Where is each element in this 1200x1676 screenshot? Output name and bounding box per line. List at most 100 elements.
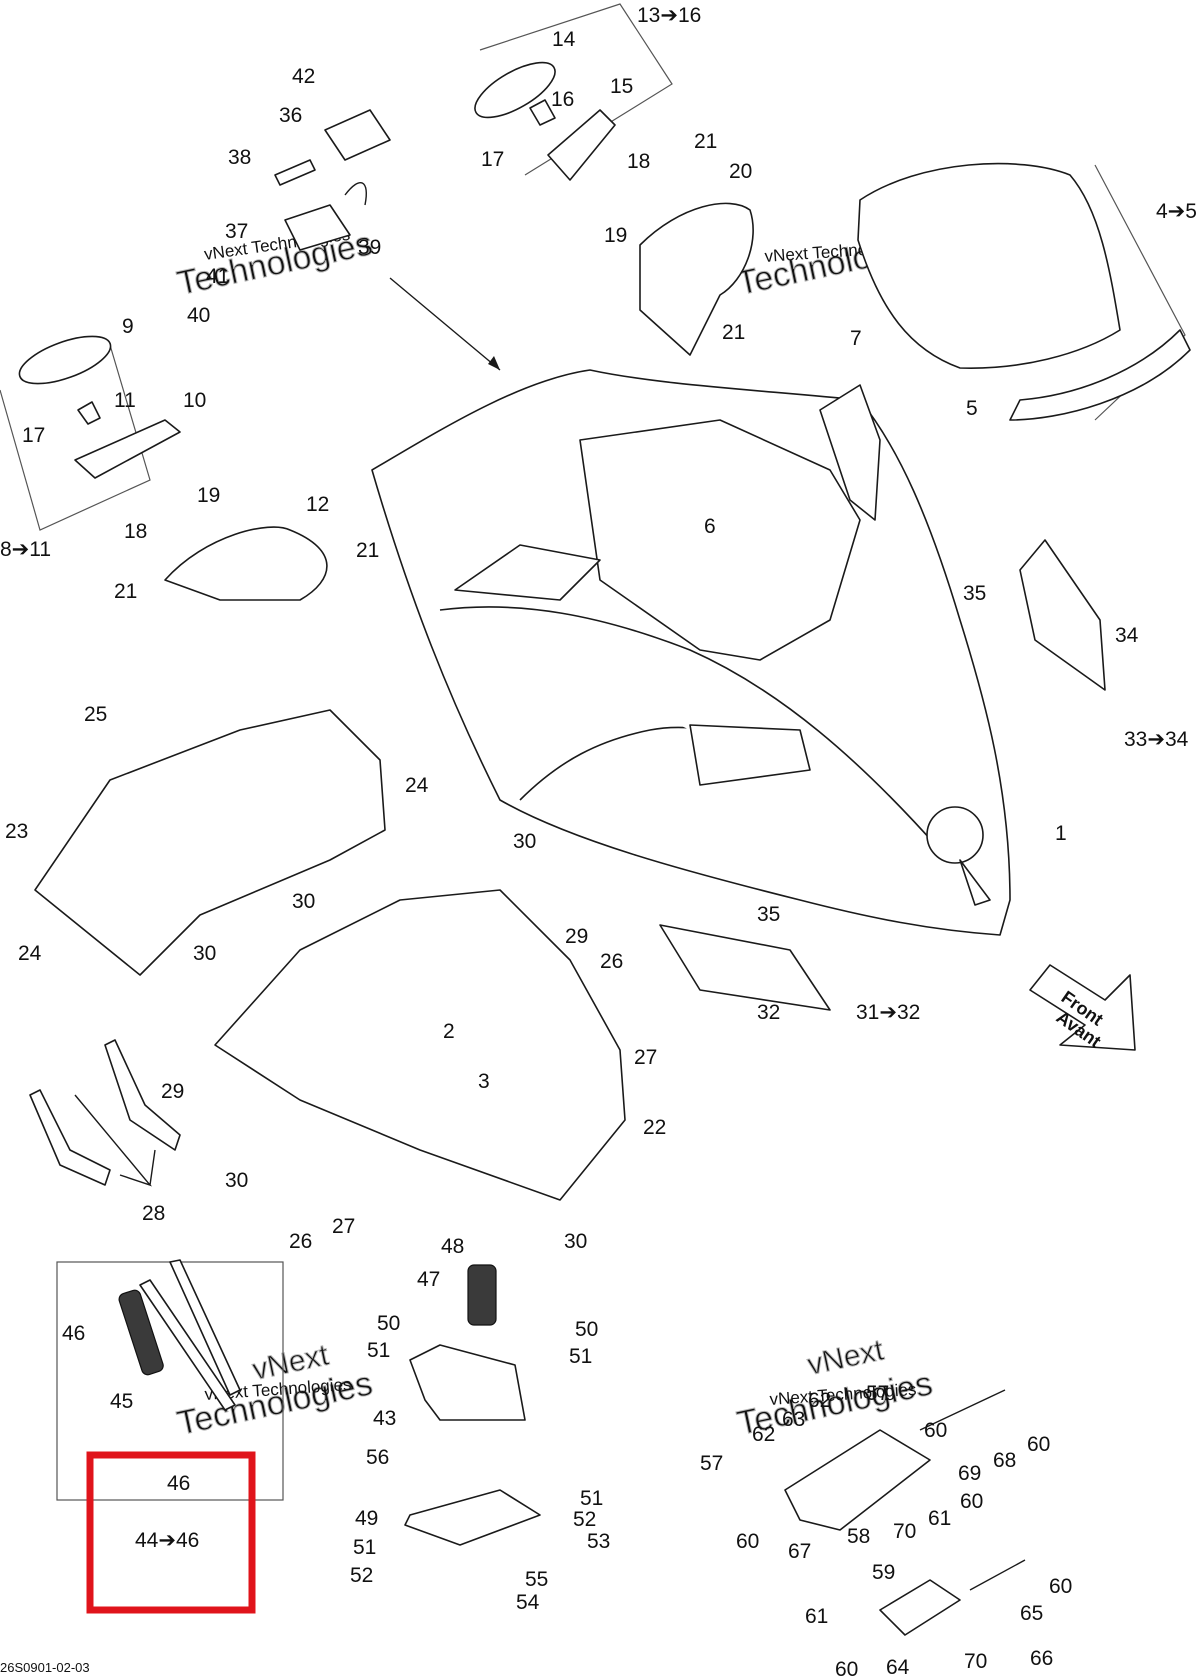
callout-45: 45 bbox=[110, 1390, 133, 1413]
callout-48: 48 bbox=[441, 1235, 464, 1258]
bracket-43 bbox=[409, 1344, 526, 1421]
callout-1: 1 bbox=[1055, 822, 1067, 845]
mirror-knob-16 bbox=[529, 99, 556, 126]
callout-56: 56 bbox=[366, 1446, 389, 1469]
callout-49: 49 bbox=[355, 1507, 378, 1530]
strap-28a bbox=[29, 1089, 111, 1186]
callout-25: 25 bbox=[84, 703, 107, 726]
callout-14: 14 bbox=[552, 28, 576, 51]
bracket-8-11 bbox=[0, 344, 151, 531]
callout-52: 52 bbox=[573, 1508, 596, 1531]
windshield-part-4 bbox=[857, 162, 1191, 421]
callout-68: 68 bbox=[993, 1449, 1016, 1472]
callout-7: 7 bbox=[850, 327, 862, 350]
callout-21: 21 bbox=[114, 580, 137, 603]
latch-parts bbox=[274, 109, 391, 251]
callout-55: 55 bbox=[525, 1568, 548, 1591]
callout-37: 37 bbox=[225, 220, 248, 243]
callout-35: 35 bbox=[963, 582, 986, 605]
mirror-base-10 bbox=[74, 419, 181, 479]
windshield-glass bbox=[857, 162, 1121, 369]
callout-11: 11 bbox=[114, 389, 136, 412]
side-panel-33 bbox=[1019, 539, 1106, 691]
callout-29: 29 bbox=[565, 925, 588, 948]
strap-28b bbox=[104, 1039, 181, 1151]
headlight-mount bbox=[926, 806, 984, 864]
column-parts bbox=[118, 1259, 541, 1546]
callout-63: 63 bbox=[782, 1408, 805, 1431]
spring-39 bbox=[344, 182, 367, 206]
callout-47: 47 bbox=[417, 1268, 440, 1291]
callout-20: 20 bbox=[729, 160, 752, 183]
callout-32: 32 bbox=[757, 1001, 780, 1024]
callout-50: 50 bbox=[575, 1318, 598, 1341]
mirror-knob-11 bbox=[77, 401, 101, 425]
hood-part-1 bbox=[371, 369, 1011, 936]
callout-10: 10 bbox=[183, 389, 206, 412]
callout-30: 30 bbox=[513, 830, 536, 853]
latch-base-37 bbox=[284, 204, 351, 251]
handle-38 bbox=[274, 159, 316, 186]
callout-9: 9 bbox=[122, 315, 134, 338]
callout-30: 30 bbox=[225, 1169, 248, 1192]
callout-4-5: 4➔5 bbox=[1156, 200, 1197, 223]
callout-19: 19 bbox=[604, 224, 627, 247]
mirror-parts-13-16 bbox=[474, 61, 616, 181]
callout-21: 21 bbox=[356, 539, 379, 562]
callout-40: 40 bbox=[187, 304, 210, 327]
callout-66: 66 bbox=[1030, 1647, 1053, 1670]
spring-45 bbox=[118, 1289, 164, 1376]
callout-62: 62 bbox=[808, 1389, 831, 1412]
callout-29: 29 bbox=[161, 1080, 184, 1103]
leader-arrow-39 bbox=[389, 277, 501, 371]
bolt-65 bbox=[969, 1559, 1026, 1591]
callout-64: 64 bbox=[886, 1656, 910, 1676]
callout-13-16: 13➔16 bbox=[637, 4, 701, 27]
hood-side-fin bbox=[819, 384, 881, 521]
boot-47 bbox=[467, 1264, 497, 1326]
watermark-text: vNext bbox=[805, 1333, 888, 1381]
callout-26: 26 bbox=[600, 950, 623, 973]
callout-30: 30 bbox=[193, 942, 216, 965]
callout-18: 18 bbox=[627, 150, 650, 173]
callouts: 1 2 3 4➔5 5 6 7 8➔11 9 10 11 12 13➔16 14… bbox=[0, 4, 1197, 1676]
callout-59: 59 bbox=[872, 1561, 895, 1584]
callout-18: 18 bbox=[124, 520, 147, 543]
callout-26: 26 bbox=[289, 1230, 312, 1253]
callout-21: 21 bbox=[722, 321, 745, 344]
plate-49 bbox=[404, 1489, 541, 1546]
callout-58: 58 bbox=[847, 1525, 870, 1548]
callout-38: 38 bbox=[228, 146, 251, 169]
callout-19: 19 bbox=[197, 484, 220, 507]
callout-51: 51 bbox=[580, 1487, 603, 1510]
callout-34: 34 bbox=[1115, 624, 1139, 647]
step-67 bbox=[784, 1429, 931, 1531]
callout-22: 22 bbox=[643, 1116, 666, 1139]
callout-28: 28 bbox=[142, 1202, 165, 1225]
callout-27: 27 bbox=[332, 1215, 355, 1238]
bottom-pan-22 bbox=[214, 889, 626, 1201]
callout-54: 54 bbox=[516, 1591, 540, 1614]
latch-36 bbox=[324, 109, 391, 161]
bolt-68 bbox=[919, 1389, 1006, 1431]
reference-code: 26S0901-02-03 bbox=[0, 1660, 90, 1675]
callout-60: 60 bbox=[960, 1490, 983, 1513]
mirror-glass-14 bbox=[474, 61, 556, 119]
callout-30: 30 bbox=[292, 890, 315, 913]
highlight-box bbox=[86, 1451, 256, 1614]
callout-33-34: 33➔34 bbox=[1124, 728, 1189, 751]
callout-46: 46 bbox=[62, 1322, 85, 1345]
callout-3: 3 bbox=[478, 1070, 490, 1093]
step-parts bbox=[784, 1389, 1026, 1636]
callout-36: 36 bbox=[279, 104, 302, 127]
callout-27: 27 bbox=[634, 1046, 657, 1069]
callout-44-46: 44➔46 bbox=[135, 1529, 199, 1552]
rod-44 bbox=[139, 1279, 236, 1411]
gauge-housing-20 bbox=[639, 202, 754, 356]
callout-57: 57 bbox=[700, 1452, 723, 1475]
callout-5: 5 bbox=[966, 397, 978, 420]
callout-61: 61 bbox=[805, 1605, 828, 1628]
callout-69: 69 bbox=[958, 1462, 981, 1485]
hood-vent bbox=[689, 724, 811, 786]
callout-51: 51 bbox=[367, 1339, 390, 1362]
